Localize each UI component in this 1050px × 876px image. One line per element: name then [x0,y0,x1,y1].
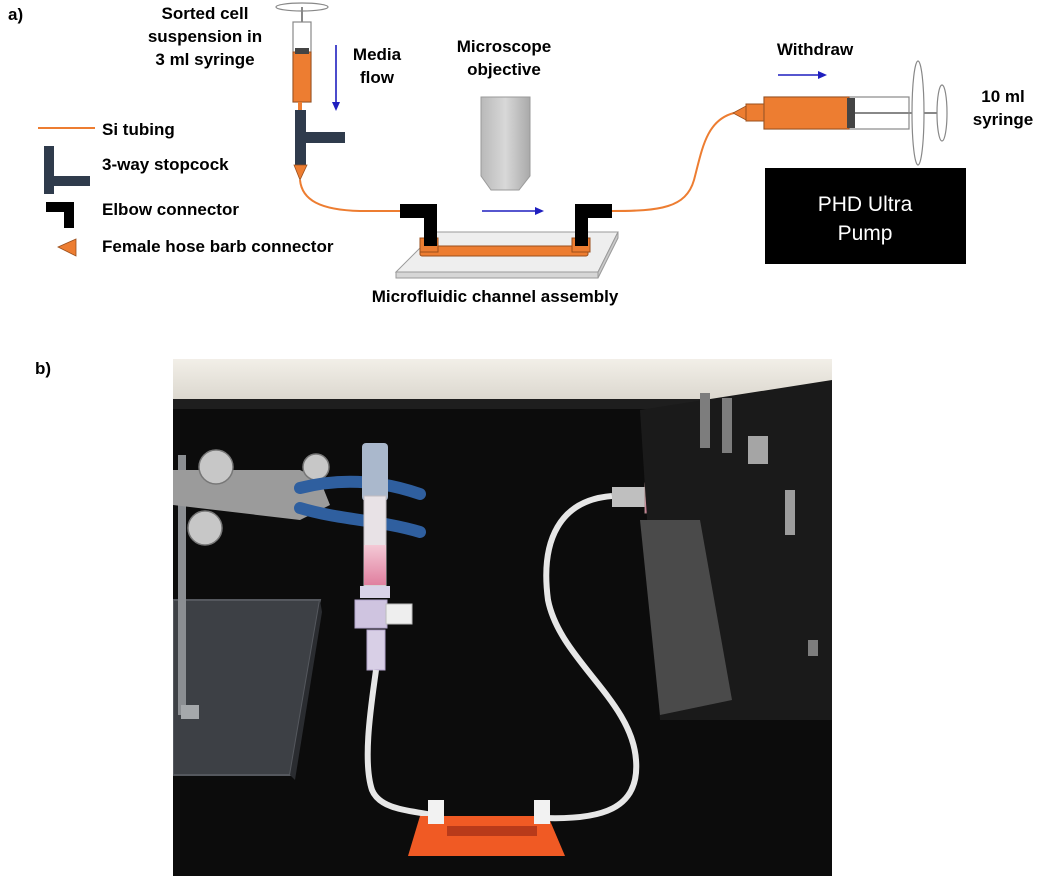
syringe-10ml-label-line1: 10 ml [981,87,1024,106]
panel-b-label: b) [35,359,51,378]
legend-label-hose-barb: Female hose barb connector [102,237,334,256]
syringe-3ml-label-line3: 3 ml syringe [155,50,254,69]
objective-label-line1: Microscope [457,37,551,56]
syringe-10ml-label-line2: syringe [973,110,1033,129]
pump-label-line1: PHD Ultra [818,193,913,216]
microscope-objective-icon [480,96,531,191]
legend-label-elbow: Elbow connector [102,200,239,219]
withdraw-label: Withdraw [777,40,854,59]
pump-label-line2: Pump [838,222,893,245]
hose-barb-icon [57,238,77,257]
syringe-3ml-icon [275,2,329,110]
elbow-connector-left-icon [400,204,437,246]
media-flow-label-line2: flow [360,68,395,87]
panel-a: a) Sorted cell suspension in 3 ml syring… [8,2,1033,306]
syringe-10ml-icon [732,60,948,166]
syringe-3ml-label-line2: suspension in [148,27,262,46]
stopcock-assembly-icon [293,110,345,182]
pump-box [765,168,966,264]
elbow-connector-icon [46,202,74,228]
stopcock-icon [44,146,90,194]
elbow-connector-right-icon [575,204,612,246]
setup-photograph [173,359,832,876]
legend-label-si-tubing: Si tubing [102,120,175,139]
syringe-3ml-label-line1: Sorted cell [162,4,249,23]
withdraw-arrowhead-icon [818,71,827,79]
objective-label-line2: objective [467,60,541,79]
tubing-right [611,112,735,212]
channel-assembly-label: Microfluidic channel assembly [372,287,619,306]
panel-a-label: a) [8,5,23,24]
tubing-left [299,179,400,212]
legend-label-stopcock: 3-way stopcock [102,155,229,174]
media-flow-label-line1: Media [353,45,402,64]
channel-flow-arrowhead-icon [535,207,544,215]
legend: Si tubing 3-way stopcock Elbow connector… [38,120,334,257]
media-flow-arrowhead-icon [332,102,340,111]
panel-b: b) [35,359,832,876]
